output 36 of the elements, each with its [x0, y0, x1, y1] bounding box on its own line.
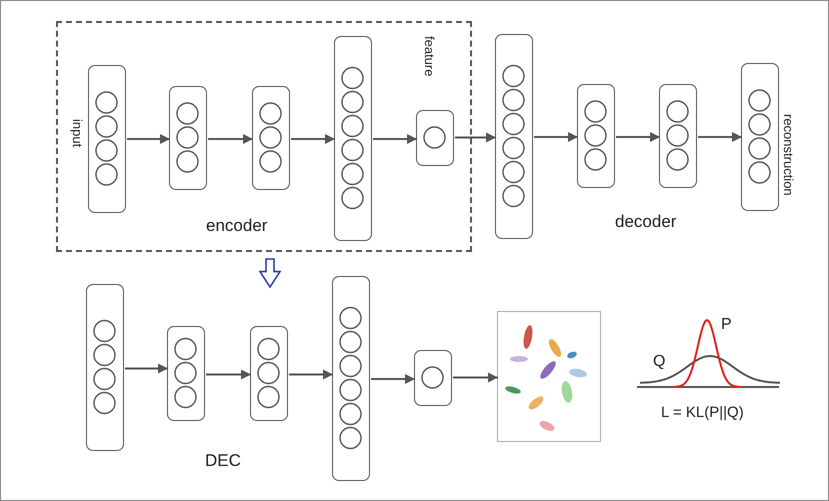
arrow [206, 370, 251, 380]
decoder-label: decoder [615, 212, 676, 232]
layer-box [577, 84, 615, 188]
arrow [455, 132, 496, 142]
layer-box [86, 284, 124, 451]
layer-box [659, 84, 697, 188]
group-title: encoder [206, 216, 268, 236]
arrow [373, 134, 417, 144]
network-label: DEC [205, 451, 241, 471]
formula: L = KL(P||Q) [661, 404, 744, 421]
layer-box [250, 326, 288, 421]
layer-box [252, 86, 290, 190]
arrow [291, 134, 335, 144]
layer-box [414, 350, 452, 406]
curve-label: P [721, 316, 732, 334]
arrow [371, 374, 415, 384]
arrow [289, 370, 333, 380]
curve-label: Q [653, 353, 666, 371]
arrow [453, 372, 498, 382]
block-arrow [258, 258, 282, 288]
arrow [616, 132, 660, 142]
picture [497, 311, 601, 442]
arrow [125, 364, 168, 374]
arrow [208, 134, 253, 144]
dashed-group-box [56, 21, 472, 252]
arrow [698, 132, 742, 142]
layer-box [169, 86, 207, 190]
layer-label: reconstruction [781, 114, 796, 196]
layer-label: feature [422, 36, 437, 76]
layer-box [332, 276, 370, 481]
arrow [534, 132, 578, 142]
layer-box [167, 326, 205, 421]
arrow [127, 134, 170, 144]
layer-box [495, 34, 533, 239]
layer-label: input [70, 119, 85, 148]
layer-box [334, 36, 372, 241]
